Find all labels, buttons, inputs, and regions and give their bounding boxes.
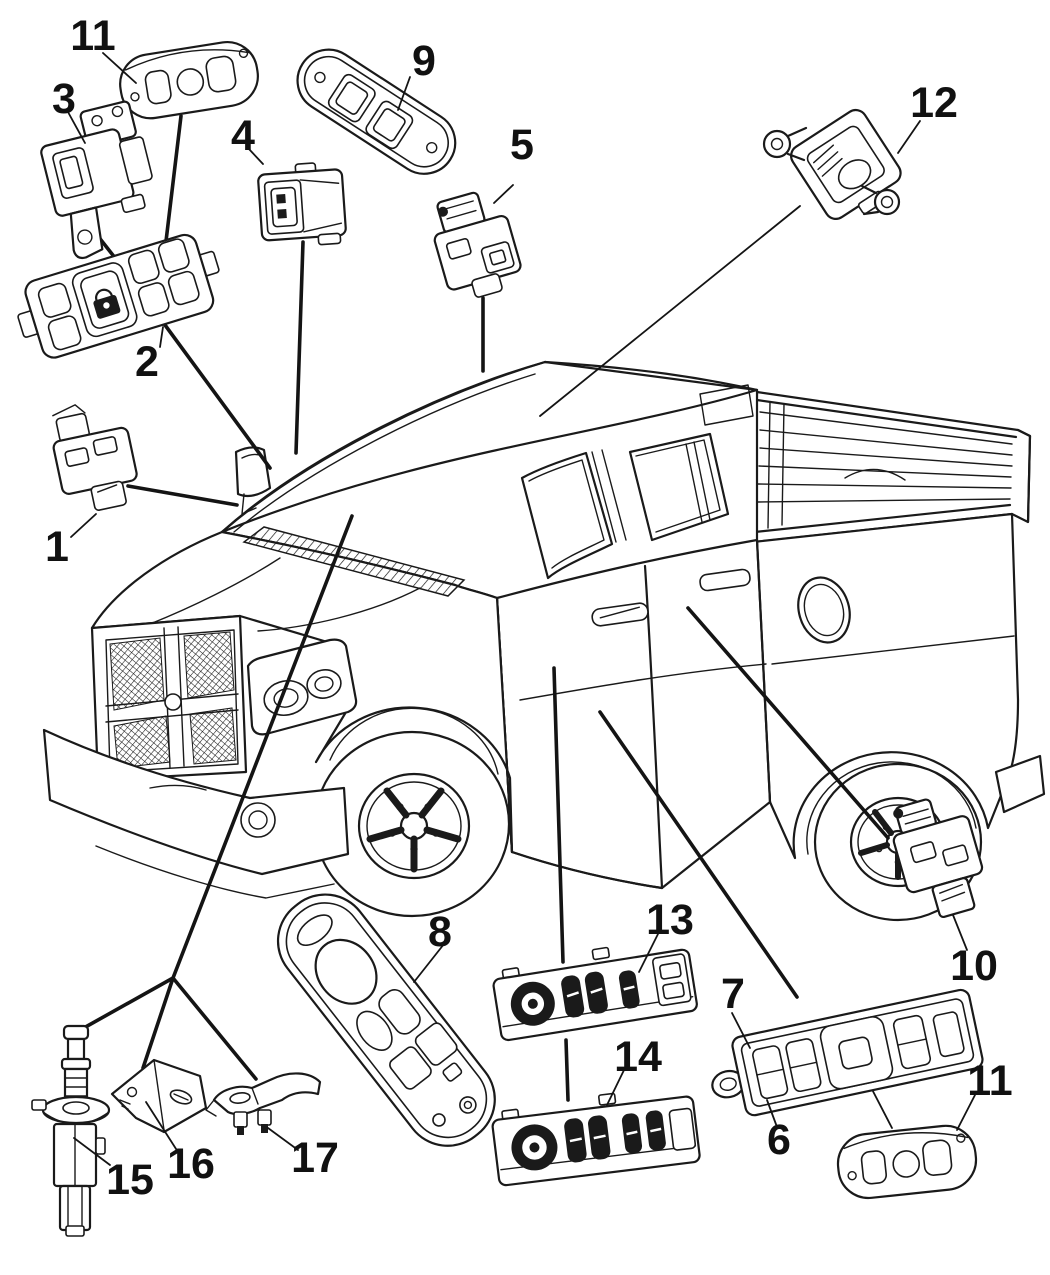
grille <box>90 614 248 782</box>
leader-part13 <box>552 666 565 964</box>
part-15-plunger-switch <box>31 1024 111 1237</box>
part-10-switch <box>892 798 984 919</box>
truck-bed-side <box>751 512 1046 860</box>
front-wheel <box>313 730 511 918</box>
leader-part4 <box>294 240 305 455</box>
leader-part2 <box>163 323 272 470</box>
truck-illustration <box>42 360 1046 922</box>
callout-6: 6 <box>767 1116 791 1164</box>
callout-3: 3 <box>52 75 76 123</box>
leader-part1 <box>126 484 239 507</box>
leader-part10 <box>686 606 890 840</box>
part-11-top-key-fob <box>119 40 259 120</box>
part-13-switch-module <box>492 946 698 1042</box>
leader-branch-part15 <box>71 976 175 1036</box>
part-5-switch <box>433 191 522 298</box>
part-6-7-switch-panel <box>711 988 984 1117</box>
callout-2: 2 <box>135 338 159 386</box>
part-8-bezel <box>276 893 496 1147</box>
ram-badge <box>164 693 182 711</box>
callout-17: 17 <box>291 1134 339 1182</box>
part-9-bezel <box>296 48 457 175</box>
truck-bed-interior <box>753 390 1032 544</box>
callout-label-lines <box>67 52 976 1166</box>
part-4-switch <box>257 162 347 246</box>
leader-part11-top <box>162 114 183 260</box>
part-2-master-switch <box>17 233 220 359</box>
part-12-switch <box>762 108 902 220</box>
callout-10: 10 <box>950 942 998 990</box>
rear-bumper <box>994 754 1046 814</box>
callout-11-bottom: 11 <box>967 1057 1012 1105</box>
callout-15: 15 <box>106 1156 154 1204</box>
part-1-switch <box>52 404 138 511</box>
leader-part12 <box>539 205 801 417</box>
part-3-switch <box>40 100 153 260</box>
callout-1: 1 <box>45 523 69 571</box>
rear-door-handle <box>699 568 751 592</box>
leader-branch-part16 <box>141 976 175 1070</box>
callout-12: 12 <box>910 79 958 127</box>
leader-part6-7 <box>598 710 799 999</box>
side-mirror <box>234 446 272 515</box>
callout-16: 16 <box>167 1140 215 1188</box>
callout-numbers: 11 3 9 4 5 12 2 1 8 13 7 14 6 10 11 15 1… <box>45 12 1013 1204</box>
callout-7: 7 <box>721 970 745 1018</box>
truck-front-clip <box>90 526 514 854</box>
front-bumper <box>42 728 350 899</box>
truck-cab <box>220 360 772 890</box>
cowl-vent-hatch <box>242 526 466 597</box>
callout-11-top: 11 <box>70 12 115 60</box>
part-14-switch-module <box>491 1092 701 1187</box>
callout-4: 4 <box>231 112 255 160</box>
parts-drawings <box>17 40 984 1237</box>
leader-part13-to-part14 <box>564 1038 570 1102</box>
callout-13: 13 <box>646 896 694 944</box>
leader-bracket-group-main <box>171 514 354 980</box>
callout-14: 14 <box>614 1033 662 1081</box>
leader-branch-part17 <box>171 976 258 1081</box>
callout-8: 8 <box>428 908 452 956</box>
callout-5: 5 <box>510 121 534 169</box>
leader-lines <box>71 114 893 1129</box>
callout-9: 9 <box>412 37 436 85</box>
front-door-handle <box>591 602 649 627</box>
fog-lamp <box>240 802 276 838</box>
part-17-bracket <box>205 1072 322 1135</box>
part-11-bottom-key-fob <box>836 1124 978 1200</box>
part-16-bracket <box>110 1058 208 1134</box>
